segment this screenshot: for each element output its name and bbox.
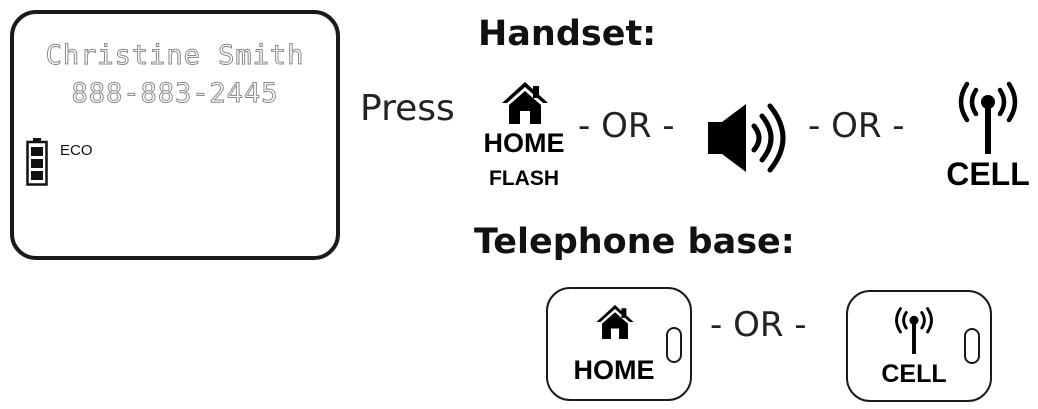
handset-display: Christine Smith 888-883-2445 ECO: [10, 10, 340, 260]
handset-heading: Handset:: [478, 14, 657, 54]
battery-icon: [26, 138, 48, 186]
base-home-button[interactable]: HOME: [546, 287, 692, 401]
handset-cell-key[interactable]: CELL: [940, 80, 1036, 195]
cell-key-label: CELL: [946, 156, 1030, 192]
handset-home-key[interactable]: HOME FLASH: [476, 80, 572, 195]
caller-number: 888-883-2445: [71, 78, 279, 110]
or-separator: - OR -: [710, 305, 807, 345]
base-cell-button[interactable]: CELL: [846, 290, 992, 402]
base-heading: Telephone base:: [474, 222, 795, 262]
press-instruction: Press: [360, 88, 455, 129]
base-cell-label: CELL: [881, 360, 947, 388]
flash-key-label: FLASH: [489, 167, 559, 190]
house-icon: [596, 305, 634, 339]
indicator-slot: [964, 328, 980, 364]
base-home-label: HOME: [573, 355, 655, 385]
or-separator: - OR -: [578, 106, 675, 146]
speakerphone-icon[interactable]: [706, 100, 792, 180]
eco-indicator: ECO: [60, 142, 93, 159]
or-separator: - OR -: [808, 106, 905, 146]
house-icon: [502, 82, 548, 124]
antenna-icon: [895, 307, 933, 354]
caller-name: Christine Smith: [45, 40, 305, 72]
indicator-slot: [666, 327, 682, 363]
antenna-icon: [958, 81, 1018, 154]
home-key-label: HOME: [483, 128, 565, 158]
